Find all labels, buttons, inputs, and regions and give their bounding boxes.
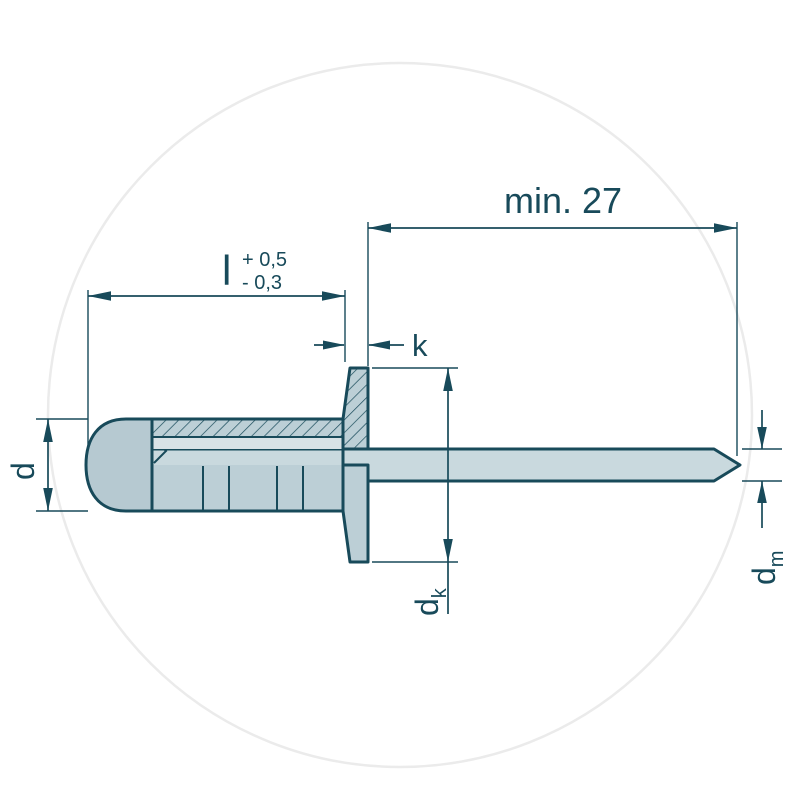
rivet: [84, 366, 742, 564]
rivet-body: [150, 417, 345, 513]
dim-head-diameter: dk: [372, 367, 458, 616]
body-bore-gap: [152, 437, 343, 449]
label-length-tol-plus: + 0,5: [242, 249, 287, 271]
label-length-tol-minus: - 0,3: [242, 272, 282, 294]
label-length: l: [222, 247, 231, 294]
body-wall-section: [152, 419, 343, 437]
flange-lower-half: [341, 463, 370, 564]
label-head-height: k: [412, 328, 428, 363]
body-lower-half: [152, 465, 343, 511]
dim-head-height: k: [314, 328, 428, 363]
label-mandrel-diameter: dm: [746, 551, 788, 585]
flange-upper-section: [341, 366, 370, 451]
body-grooves: [202, 466, 304, 510]
mandrel-head: [84, 417, 154, 513]
watermark-circle: [46, 61, 754, 769]
label-head-diameter: dk: [409, 587, 451, 616]
dim-mandrel-diameter: dm: [742, 410, 788, 585]
label-min-protrusion: min. 27: [504, 180, 622, 221]
dim-min-protrusion: min. 27: [367, 180, 738, 456]
rivet-flange: [341, 366, 370, 564]
dim-length: l + 0,5 - 0,3: [87, 247, 346, 447]
label-body-diameter: d: [5, 462, 41, 480]
dim-body-diameter: d: [5, 418, 88, 512]
